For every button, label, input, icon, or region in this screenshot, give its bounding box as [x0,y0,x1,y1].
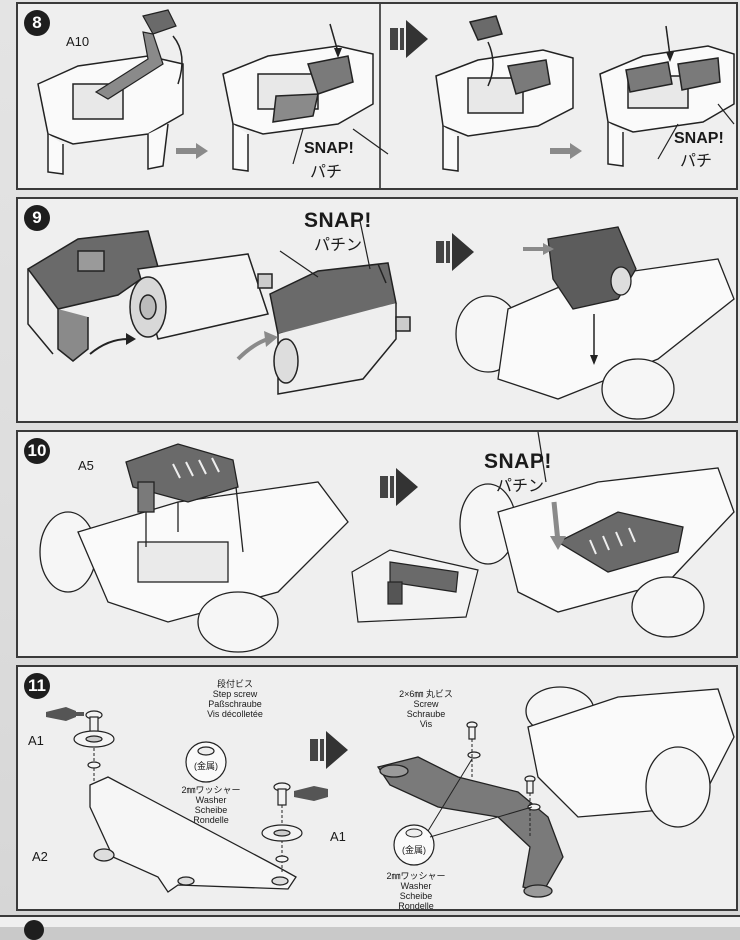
screw-jp: 2×6㎜ 丸ビス [399,689,453,699]
step-8-number: 8 [24,10,50,36]
step-11-panel: 11 [16,665,738,911]
snap-jp-label: パチ [680,153,713,170]
step-11-illustration [46,686,735,898]
next-step-edge [0,915,740,940]
part-a10-label: A10 [66,34,90,49]
snap-jp-label: パチン [496,478,545,495]
stay-a2 [89,776,297,893]
step-9-illustration [26,220,735,420]
big-progress-arrow [390,20,428,58]
step-screw [85,710,103,734]
washer-de: Scheibe [194,805,228,815]
step-9-number: 9 [24,205,50,231]
right-arrow [176,143,208,159]
step-8-panel: 8 [16,2,738,190]
snap-label: SNAP! [484,450,552,473]
snap-jp-label: パチ [310,164,343,181]
washer-label: 2㎜ワッシャー Washer Scheibe Rondelle [166,785,256,825]
step-11-number: 11 [24,673,50,699]
step-10-number: 10 [24,438,50,464]
motor [129,253,273,340]
metal-label: (金属) [402,845,426,855]
snap-jp-label: パチン [314,237,363,254]
part-a10 [94,9,177,100]
detail-inset [351,549,479,623]
metal-label: (金属) [194,761,218,771]
screw-de: Schraube [406,709,446,719]
step-10-illustration [39,432,735,653]
part-a5-label: A5 [78,458,94,473]
step-screw-en: Step screw [212,689,258,699]
washer-fr: Rondelle [398,901,434,911]
washer-en: Washer [195,795,227,805]
step-10-panel: 10 [16,430,738,658]
washer-jp: 2㎜ワッシャー [386,871,446,881]
step-screw-fr: Vis décolletée [207,709,263,719]
part-a2-label: A2 [32,849,48,864]
washer-en: Washer [400,881,432,891]
part-a5 [125,443,239,513]
screwdriver-icon [46,707,84,721]
screw-en: Screw [413,699,439,709]
snap-label: SNAP! [304,209,372,232]
washer-jp: 2㎜ワッシャー [181,785,241,795]
washer-fr: Rondelle [193,815,229,825]
step-screw-label: 段付ビス Step screw Paßschraube Vis décollet… [180,679,290,719]
step-9-panel: 9 [16,197,738,423]
step-screw-de: Paßschraube [208,699,262,709]
screw-fr: Vis [419,719,433,729]
snap-label: SNAP! [304,140,354,157]
washer-de: Scheibe [399,891,433,901]
snap-label: SNAP! [674,130,724,147]
part-a1-label: A1 [28,733,44,748]
step-8-illustration [37,4,735,188]
step-screw-jp: 段付ビス [216,679,253,689]
curve-arrow [172,35,183,85]
chassis-outline [37,55,184,175]
gray-stay [376,756,564,898]
screw-label: 2×6㎜ 丸ビス Screw Schraube Vis [380,689,472,729]
roller-a1 [73,730,115,748]
part-a1-label: A1 [330,829,346,844]
washer-label: 2㎜ワッシャー Washer Scheibe Rondelle [372,871,460,911]
